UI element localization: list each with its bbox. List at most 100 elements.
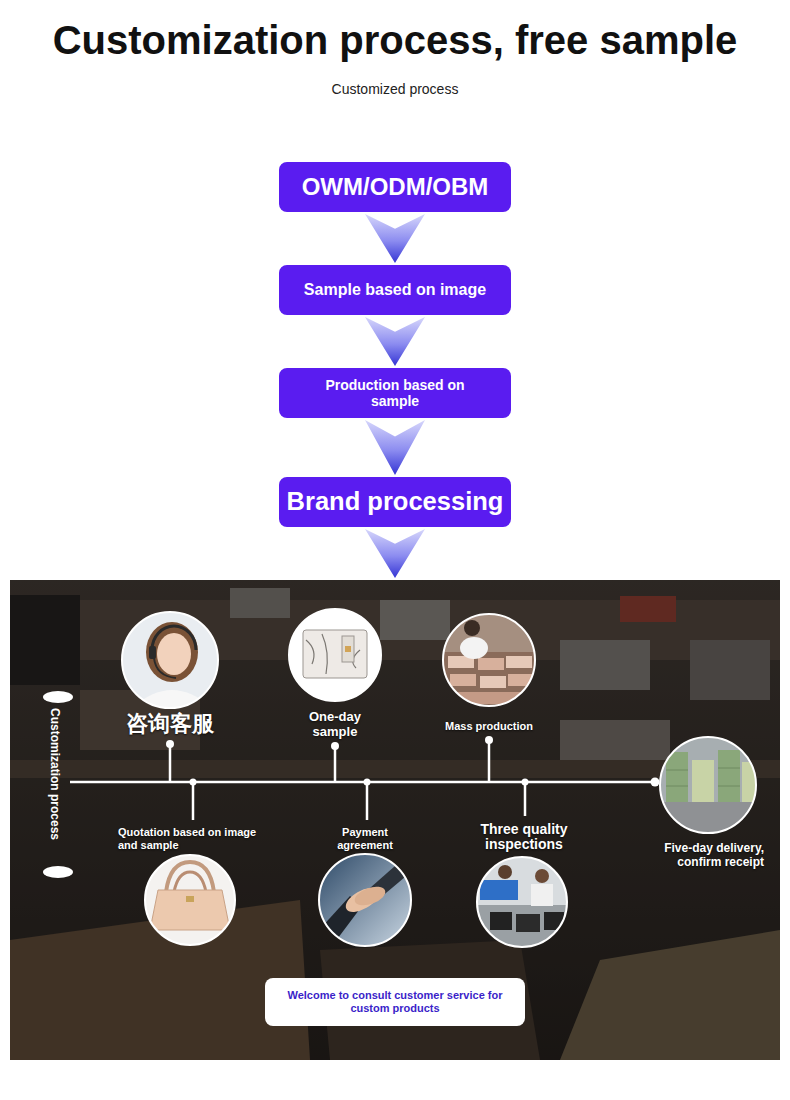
service-photo [154, 658, 176, 678]
timeline [485, 736, 493, 744]
step-circle: Mass production [424, 614, 554, 733]
flow-chevron [365, 420, 425, 475]
timeline [169, 744, 172, 782]
process-label: Sample based on image [304, 281, 486, 299]
production-photo [506, 656, 532, 668]
wallet-photo [342, 636, 354, 662]
inspection-photo [498, 865, 512, 879]
warehouse-photo [660, 737, 756, 833]
timeline [524, 782, 527, 816]
process-label: Brand processing [287, 487, 504, 516]
process-box: Sample based on image [279, 265, 511, 315]
timeline [651, 778, 660, 787]
production-photo [443, 652, 535, 706]
inspection-photo [477, 857, 567, 947]
inspection-photo [490, 912, 512, 930]
service-photo [149, 646, 156, 659]
timeline [331, 742, 339, 750]
production-photo [443, 614, 535, 706]
wallet-photo [306, 634, 360, 674]
wallet-photo [289, 609, 381, 701]
production-photo [460, 637, 488, 659]
timeline [166, 740, 174, 748]
photo-ground [10, 580, 780, 1060]
step-label: One-day sample [295, 709, 375, 739]
timeline [190, 779, 197, 786]
timeline [43, 691, 73, 703]
inspection-photo [531, 884, 553, 906]
timeline [43, 866, 73, 878]
warehouse-photo [666, 768, 740, 786]
flow-chevron [365, 529, 425, 578]
service-photo [152, 626, 196, 650]
step-label: Payment agreement [319, 826, 411, 852]
inspection-photo [477, 857, 567, 947]
step-circle: Five-day delivery, confirm receipt [652, 737, 764, 869]
flow-chevron [365, 420, 425, 475]
step-label: Five-day delivery, confirm receipt [652, 841, 764, 869]
timeline [70, 781, 655, 784]
photo-ground [10, 580, 780, 1060]
handbag-photo [145, 855, 235, 945]
step-circle: One-day sample [289, 609, 381, 739]
flow-chevron [365, 317, 425, 366]
timeline [522, 779, 529, 786]
timeline [488, 740, 491, 782]
warehouse-photo [692, 760, 714, 802]
handbag-photo [166, 862, 214, 892]
production-photo [443, 614, 535, 706]
process-label: Production based on sample [310, 377, 480, 409]
process-box: OWM/ODM/OBM [279, 162, 511, 212]
handshake-photo [319, 854, 411, 946]
process-panel: Customization process 咨询客服 Quotation based… [10, 580, 780, 1060]
service-photo [122, 612, 218, 708]
service-photo [146, 622, 198, 682]
wallet-photo [303, 630, 367, 678]
service-photo [122, 612, 218, 712]
process-box: Brand processing [279, 477, 511, 527]
panel-title-vertical: Customization process [48, 708, 62, 840]
handshake-photo [352, 883, 388, 909]
handbag-photo [145, 855, 235, 945]
inspection-photo [480, 880, 518, 900]
production-photo [443, 614, 535, 706]
subtitle: Customized process [332, 80, 459, 98]
inspection-photo [516, 914, 540, 932]
flow-chevron [365, 529, 425, 578]
flow-chevron [365, 214, 425, 263]
contact-note: Welcome to consult customer service for … [265, 978, 525, 1026]
process-box: Production based on sample [279, 368, 511, 418]
warehouse-photo [718, 750, 740, 802]
step-label: Quotation based on image and sample [118, 826, 278, 852]
handbag-photo [150, 890, 230, 930]
inspection-photo [477, 857, 567, 947]
production-photo [443, 614, 535, 706]
flow-chevron [365, 214, 425, 263]
inspection-photo [535, 869, 549, 883]
wallet-photo [289, 609, 381, 701]
step-label: 咨询客服 [105, 711, 235, 737]
wallet-photo [289, 609, 381, 701]
step-label: Three quality inspections [457, 822, 591, 852]
wallet-photo [345, 646, 351, 652]
step-circle: Three quality inspections [457, 822, 591, 947]
production-photo [450, 674, 476, 686]
handbag-photo [186, 896, 194, 902]
step-circle: Quotation based on image and sample [118, 826, 278, 945]
timeline [43, 691, 660, 878]
handshake-photo [319, 854, 411, 946]
warehouse-photo [660, 802, 756, 833]
handbag-photo [174, 872, 206, 892]
service-photo [157, 633, 191, 675]
timeline [334, 746, 337, 782]
photo-ground [10, 580, 780, 1060]
inspection-photo [544, 912, 564, 930]
timeline [366, 782, 369, 820]
handbag-photo [145, 855, 235, 945]
handshake-photo [319, 854, 411, 946]
inspection-photo [477, 857, 567, 947]
note-text: Welcome to consult customer service for … [277, 989, 513, 1014]
flow-chevron [365, 317, 425, 366]
step-circle: Payment agreement [319, 826, 411, 946]
service-photo [122, 612, 218, 712]
